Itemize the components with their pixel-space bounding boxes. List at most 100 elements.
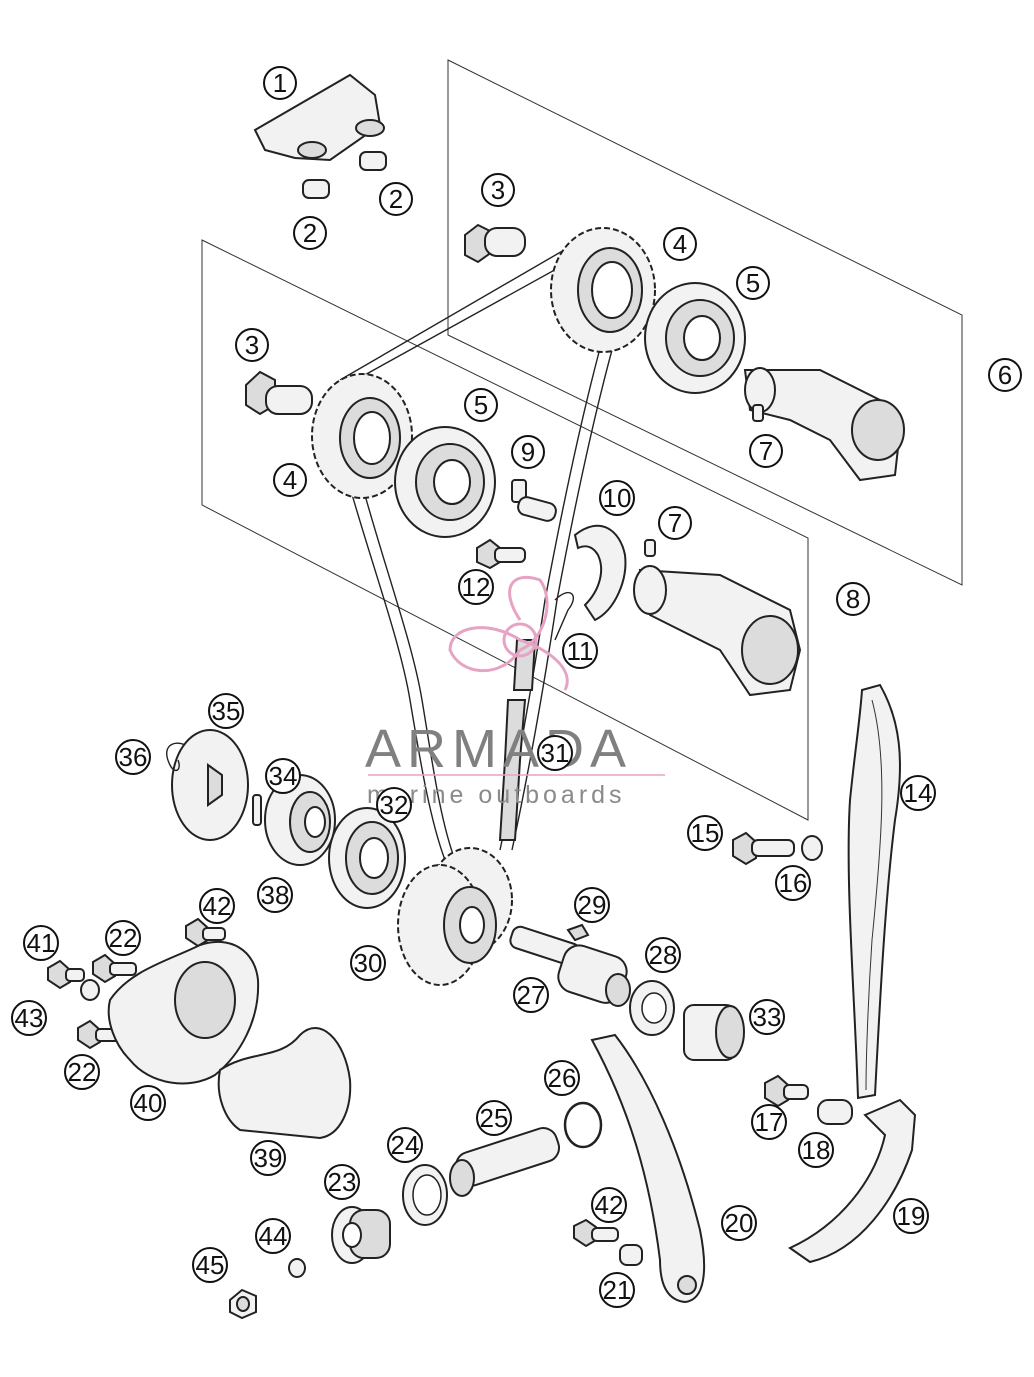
svg-text:19: 19 [897, 1201, 926, 1231]
part-7-pin-upper [752, 404, 764, 422]
svg-text:20: 20 [725, 1208, 754, 1238]
callout-45: 45 [192, 1247, 228, 1283]
callout-24: 24 [387, 1127, 423, 1163]
svg-text:23: 23 [328, 1167, 357, 1197]
part-11-spring [554, 591, 574, 641]
callout-32: 32 [376, 787, 412, 823]
svg-text:12: 12 [462, 572, 491, 602]
callout-7: 7 [749, 434, 783, 468]
part-21-sleeve [619, 1244, 643, 1266]
callout-8: 8 [836, 582, 870, 616]
svg-text:21: 21 [603, 1275, 632, 1305]
part-17-bolt [764, 1074, 809, 1108]
callout-22: 22 [105, 920, 141, 956]
part-7-pin-lower [644, 539, 656, 557]
part-14-chain-guide-rail [847, 683, 901, 1100]
callout-38: 38 [257, 877, 293, 913]
callout-11: 11 [562, 633, 598, 669]
part-34-pin [252, 794, 262, 826]
part-45-nut [229, 1288, 257, 1320]
callout-34: 34 [265, 758, 301, 794]
svg-text:11: 11 [567, 636, 594, 666]
svg-text:22: 22 [68, 1057, 97, 1087]
part-19-tensioner-rail [787, 1098, 917, 1264]
svg-text:31: 31 [541, 738, 570, 768]
svg-text:35: 35 [212, 696, 241, 726]
camshaft-upper [743, 367, 905, 482]
svg-text:6: 6 [998, 360, 1012, 390]
callout-1: 1 [263, 66, 297, 100]
svg-text:3: 3 [491, 175, 505, 205]
part-10-decompression-lever [573, 524, 627, 622]
callout-30: 30 [350, 945, 386, 981]
svg-text:43: 43 [15, 1003, 44, 1033]
callout-4: 4 [663, 227, 697, 261]
part-4-sprocket-upper [550, 227, 656, 353]
callout-42: 42 [591, 1187, 627, 1223]
callout-6: 6 [988, 358, 1022, 392]
svg-text:5: 5 [746, 268, 760, 298]
svg-text:8: 8 [846, 584, 860, 614]
part-5-bearing-lower [394, 426, 496, 538]
svg-text:25: 25 [480, 1103, 509, 1133]
callout-42: 42 [199, 888, 235, 924]
part-18-sleeve [817, 1099, 853, 1125]
callout-21: 21 [599, 1272, 635, 1308]
callout-40: 40 [130, 1085, 166, 1121]
part-32-bearing [328, 807, 406, 909]
svg-text:38: 38 [261, 880, 290, 910]
svg-text:29: 29 [578, 890, 607, 920]
part-22-bolt-upper [92, 953, 137, 984]
svg-text:16: 16 [779, 868, 808, 898]
part-36-circlip [166, 742, 186, 772]
callout-36: 36 [115, 739, 151, 775]
part-27-water-pump-shaft [509, 925, 631, 1007]
part-29-key [566, 923, 590, 942]
callout-5: 5 [464, 388, 498, 422]
callout-28: 28 [645, 937, 681, 973]
callout-29: 29 [574, 887, 610, 923]
svg-text:30: 30 [354, 948, 383, 978]
callout-20: 20 [721, 1205, 757, 1241]
part-2-sleeves [302, 151, 387, 199]
svg-text:24: 24 [391, 1130, 420, 1160]
part-3-camshaft-bolt-lower [245, 370, 313, 416]
svg-text:22: 22 [109, 923, 138, 953]
svg-text:18: 18 [802, 1135, 831, 1165]
svg-text:26: 26 [548, 1063, 577, 1093]
part-15-bolt [732, 831, 795, 866]
svg-text:32: 32 [380, 790, 409, 820]
callout-18: 18 [798, 1132, 834, 1168]
svg-text:2: 2 [303, 218, 317, 248]
part-42-bolt-upper [185, 917, 226, 948]
callout-9: 9 [511, 435, 545, 469]
svg-text:14: 14 [904, 778, 933, 808]
svg-text:7: 7 [759, 436, 773, 466]
svg-text:39: 39 [254, 1143, 283, 1173]
part-16-washer [801, 835, 823, 861]
callout-15: 15 [687, 815, 723, 851]
armada-watermark: ARMADA marine outboards [365, 575, 665, 809]
part-25-impeller-shaft [449, 1127, 561, 1197]
svg-text:7: 7 [668, 508, 682, 538]
svg-text:5: 5 [474, 390, 488, 420]
part-24-seal-ring [402, 1164, 448, 1226]
callout-31: 31 [537, 735, 573, 771]
svg-text:45: 45 [196, 1250, 225, 1280]
callout-2: 2 [293, 216, 327, 250]
callout-35: 35 [208, 693, 244, 729]
callout-12: 12 [458, 569, 494, 605]
part-31-chain-guide [498, 699, 527, 841]
svg-text:33: 33 [753, 1002, 782, 1032]
callout-3: 3 [235, 328, 269, 362]
callout-33: 33 [749, 999, 785, 1035]
svg-text:10: 10 [603, 483, 632, 513]
camshaft-lower [633, 565, 802, 697]
svg-text:2: 2 [389, 184, 403, 214]
part-5-bearing-upper [644, 282, 746, 394]
svg-text:9: 9 [521, 437, 535, 467]
callout-43: 43 [11, 1000, 47, 1036]
svg-text:40: 40 [134, 1088, 163, 1118]
svg-text:34: 34 [269, 761, 298, 791]
svg-text:41: 41 [27, 928, 56, 958]
